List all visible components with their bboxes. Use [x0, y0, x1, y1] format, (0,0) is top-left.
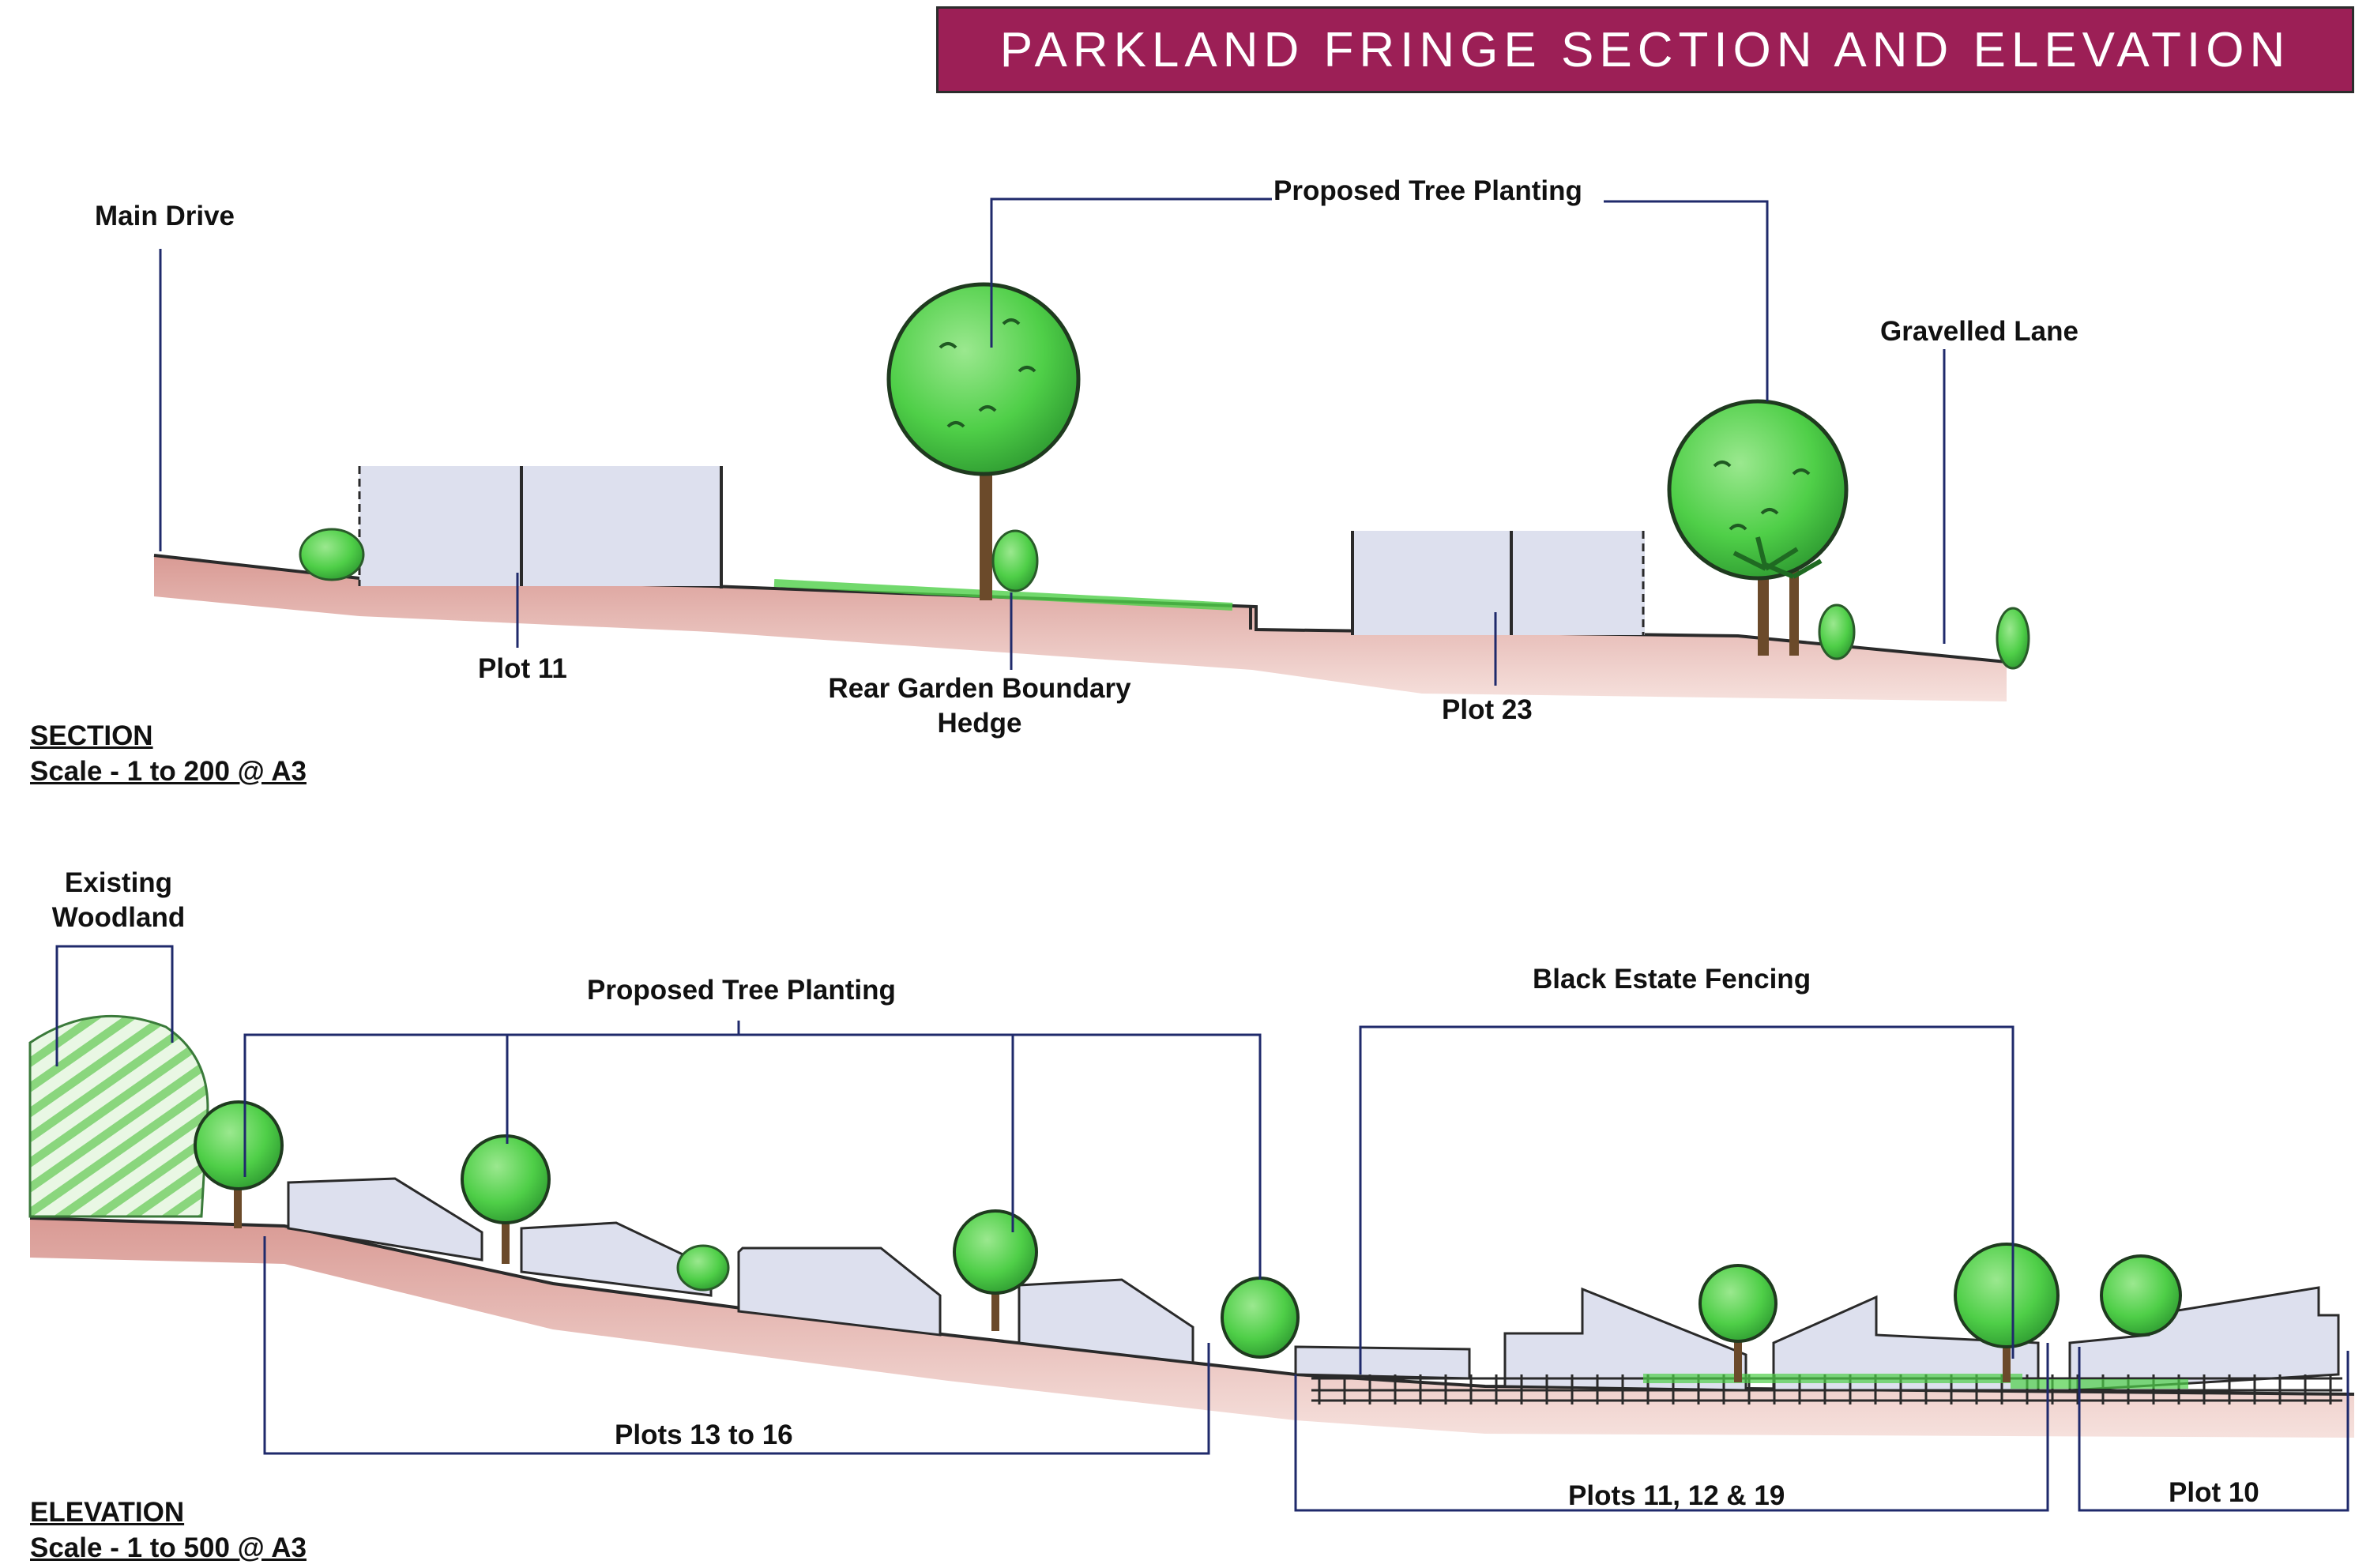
label-plots-13-16: Plots 13 to 16 [615, 1419, 793, 1450]
elevation-scale: Scale - 1 to 500 @ A3 [30, 1532, 307, 1563]
section-tree-large [886, 282, 1081, 600]
existing-woodland [28, 1014, 209, 1218]
elevation-leaders [55, 945, 2349, 1512]
section-tree-right [1667, 399, 1856, 660]
page-title: PARKLAND FRINGE SECTION AND ELEVATION [999, 22, 2291, 77]
elevation-tree [461, 1134, 551, 1264]
section-drawing [153, 197, 2030, 701]
label-existing-line2: Woodland [51, 902, 186, 933]
elevation-drawing [28, 945, 2355, 1512]
elevation-trees [194, 1100, 2182, 1382]
title-banner: PARKLAND FRINGE SECTION AND ELEVATION [936, 6, 2354, 93]
label-plot-10: Plot 10 [2169, 1477, 2259, 1508]
label-plots-11-12-19: Plots 11, 12 & 19 [1568, 1480, 1785, 1511]
label-existing-woodland: Existing Woodland [24, 866, 213, 935]
label-rear-garden-line2: Hedge [937, 708, 1022, 739]
plot-11-building [358, 466, 723, 588]
label-existing-line1: Existing [64, 867, 173, 898]
elevation-ground [30, 1218, 2354, 1438]
label-rear-garden-line1: Rear Garden Boundary [828, 673, 1131, 704]
elevation-tree [1954, 1243, 2060, 1382]
label-elevation-proposed-tree-planting: Proposed Tree Planting [587, 975, 896, 1006]
elevation-tree [194, 1100, 284, 1228]
elevation-ground-line [29, 1216, 2355, 1396]
label-rear-garden-boundary: Rear Garden Boundary Hedge [814, 671, 1146, 741]
elevation-heading: ELEVATION [30, 1497, 185, 1528]
section-shrub-right [1996, 607, 2030, 670]
label-plot-23: Plot 23 [1442, 694, 1533, 725]
rear-garden-hedge [991, 529, 1039, 592]
grass-strip [773, 579, 1233, 611]
elevation-tree [2100, 1254, 2182, 1337]
plots-13-16-buildings [287, 1177, 1194, 1364]
section-ground [154, 555, 2007, 701]
label-gravelled-lane: Gravelled Lane [1880, 316, 2078, 347]
section-scale: Scale - 1 to 200 @ A3 [30, 756, 307, 787]
section-shrub-left [299, 528, 365, 581]
label-main-drive: Main Drive [95, 201, 235, 231]
elevation-hedge [1643, 1374, 2188, 1389]
elevation-tree [953, 1209, 1038, 1331]
label-section-proposed-tree-planting: Proposed Tree Planting [1273, 175, 1582, 206]
section-heading: SECTION [30, 720, 153, 751]
label-plot-11: Plot 11 [478, 653, 567, 684]
section-leaders [159, 197, 1946, 686]
elevation-tree [676, 1244, 730, 1292]
elevation-tree [1698, 1264, 1778, 1382]
label-black-estate-fencing: Black Estate Fencing [1533, 964, 1811, 995]
elevation-tree [1221, 1277, 1300, 1359]
plot-23-building [1351, 531, 1645, 635]
